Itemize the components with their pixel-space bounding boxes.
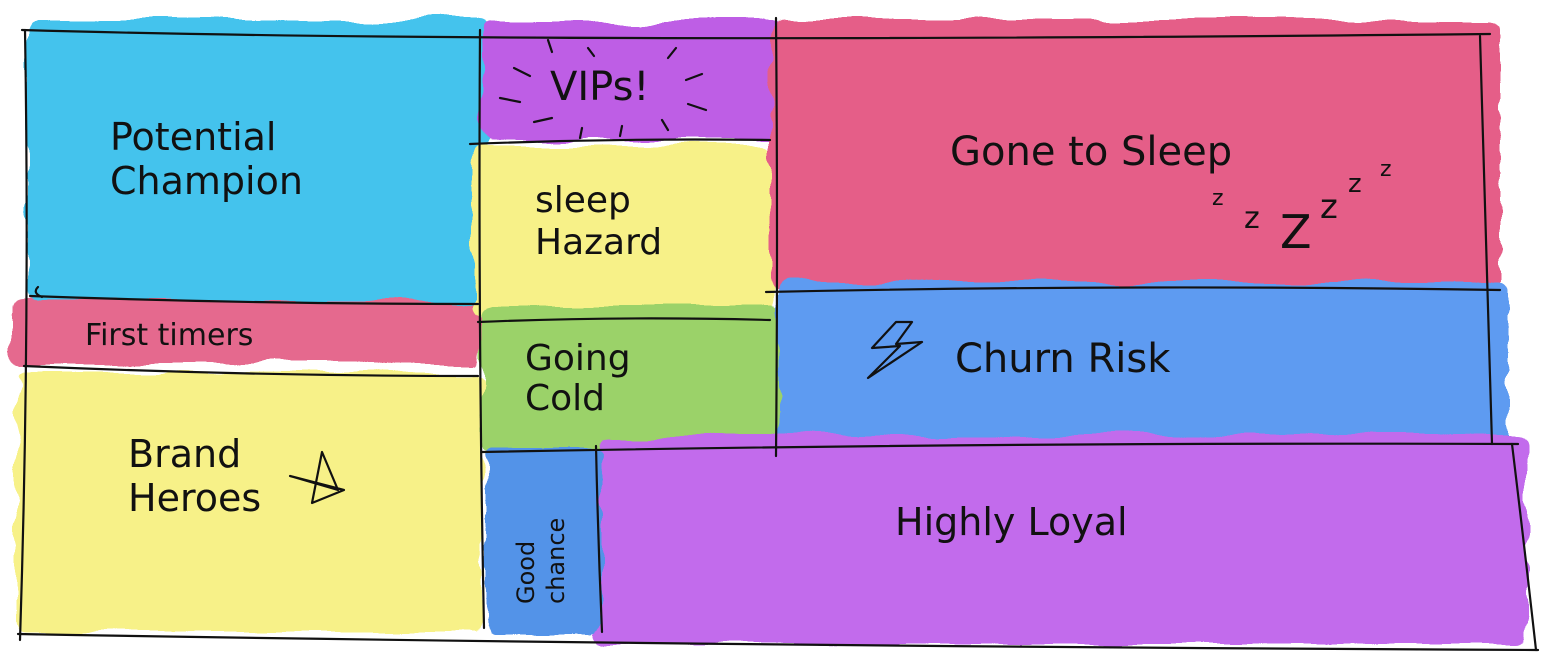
zzz-letter: z [1212,186,1224,211]
segment-fill-potential-champion [28,20,488,302]
segment-label-first-timers: First timers [85,318,253,353]
segment-fill-highly-loyal [596,434,1526,644]
segment-label-line: Hazard [535,222,662,263]
zzz-letter: z [1320,187,1338,227]
segment-label-line: Gone to Sleep [950,129,1232,175]
segment-label-line: Good [512,541,540,604]
segment-fill-going-cold [482,306,782,450]
segment-fill-good-chance [486,446,602,632]
grid-borders [16,16,1540,652]
segment-label-line: sleep [535,180,631,221]
segment-label-line: chance [542,518,570,604]
segment-fill-sleep-hazard [474,146,774,314]
lightning-icon [866,320,924,380]
segment-label-line: Brand [128,432,241,476]
segment-label-line: Champion [110,159,303,203]
segment-label-line: Going [525,338,631,379]
segment-fill-vips [482,22,782,140]
zzz-letter: z [1348,169,1362,199]
zzz-letter: z [1380,157,1392,182]
segment-label-line: VIPs! [550,64,649,110]
segment-fill-gone-to-sleep [770,20,1500,290]
segment-label-line: Heroes [128,476,261,520]
segment-label-good-chance: Goodchance [512,518,570,604]
zzz-letter: Z [1280,205,1312,259]
segment-label-gone-to-sleep: Gone to Sleep [950,129,1232,175]
segment-fill-churn-risk [778,282,1508,448]
segment-label-line: Churn Risk [955,336,1171,382]
segment-label-vips: VIPs! [550,64,649,110]
segment-label-line: Potential [110,115,276,159]
segment-label-churn-risk: Churn Risk [955,336,1171,382]
segment-label-highly-loyal: Highly Loyal [895,500,1128,544]
zzz-letter: z [1244,201,1260,236]
star-icon [288,450,346,505]
segment-fill-first-timers [12,298,482,364]
segment-fill-brand-heroes [16,372,482,632]
segment-label-line: Cold [525,378,605,419]
segment-label-line: First timers [85,318,253,353]
segment-label-line: Highly Loyal [895,500,1128,544]
vip-sparkle-icon [498,38,708,140]
